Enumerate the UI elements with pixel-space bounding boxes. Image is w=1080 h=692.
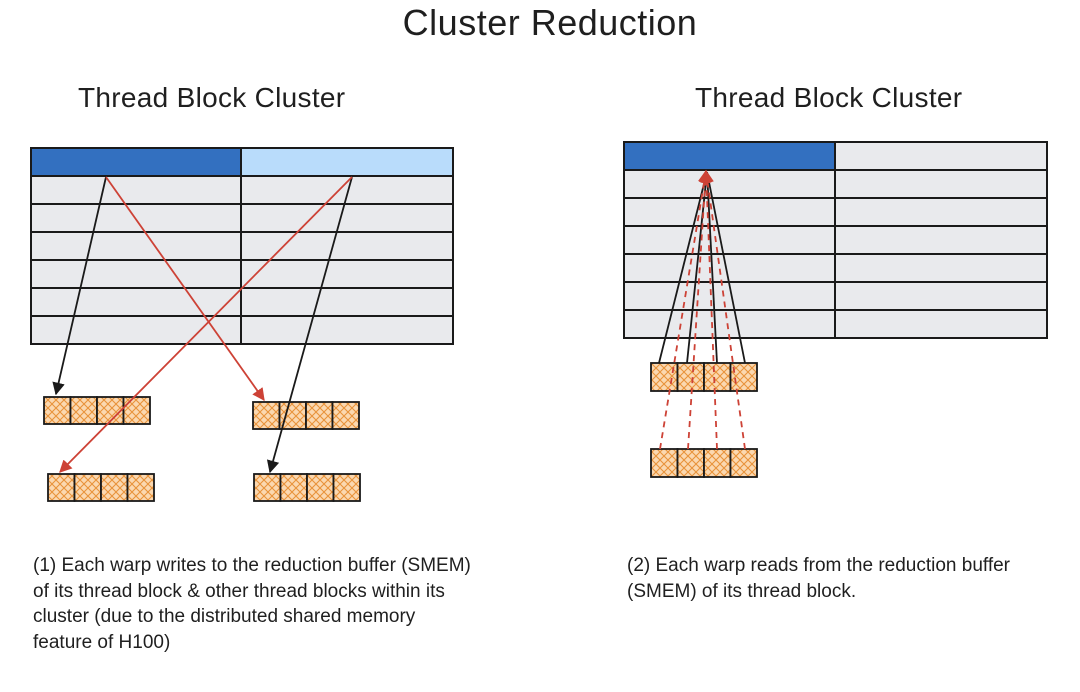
left-write-arrow-a-own <box>52 176 107 396</box>
left-table-rows <box>30 175 454 345</box>
left-write-arrow-a-remote <box>105 176 265 402</box>
left-reduction-buffer-4 <box>253 473 361 502</box>
right-block-b-header <box>834 141 1048 171</box>
left-reduction-buffer-3 <box>47 473 155 502</box>
right-read-arrows-dashed <box>659 169 746 450</box>
right-reduction-buffer-top <box>650 362 758 392</box>
left-block-b-header <box>240 147 454 177</box>
left-reduction-buffer-2 <box>252 401 360 430</box>
left-write-arrow-b-own <box>266 176 353 474</box>
left-cluster-table <box>30 147 454 345</box>
left-reduction-buffer-1 <box>43 396 151 425</box>
right-block-a-header <box>623 141 836 171</box>
right-panel-title: Thread Block Cluster <box>695 82 963 113</box>
left-caption: (1) Each warp writes to the reduction bu… <box>33 555 471 653</box>
left-panel-title: Thread Block Cluster <box>78 82 346 113</box>
right-caption: (2) Each warp reads from the reduction b… <box>627 555 1011 602</box>
page-title: Cluster Reduction <box>402 2 698 43</box>
right-cluster-table <box>623 141 1048 339</box>
right-table-rows <box>623 169 1048 339</box>
left-write-arrow-b-remote <box>59 176 353 473</box>
right-reduction-buffer-bottom <box>650 448 758 478</box>
left-block-a-header <box>30 147 242 177</box>
